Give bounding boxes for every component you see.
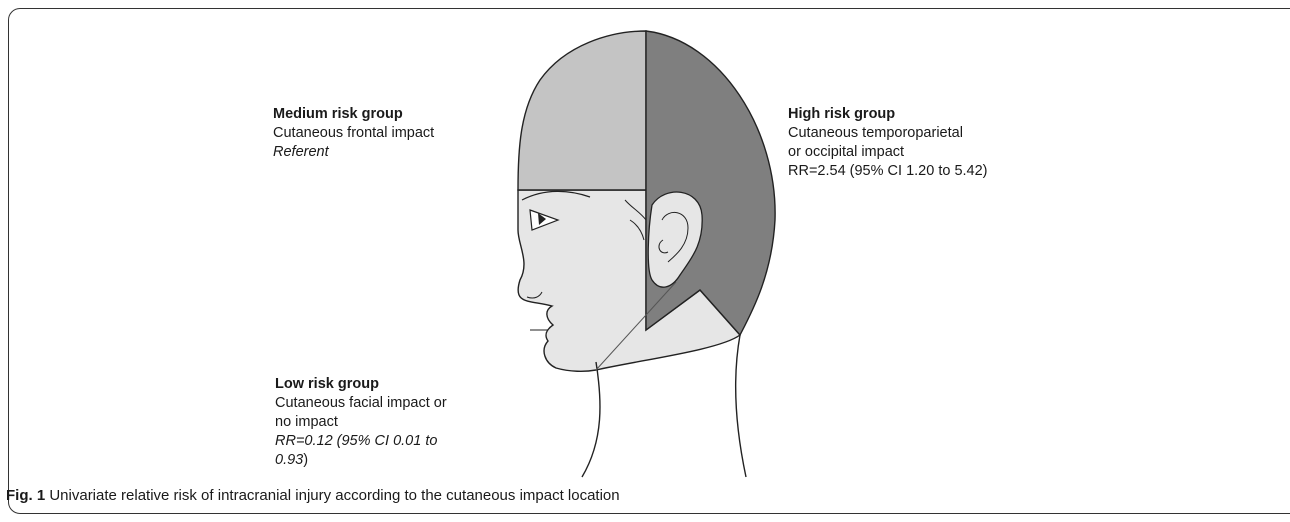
caption-label: Fig. 1	[6, 487, 45, 504]
low-risk-stat-1: RR=0.12 (95% CI 0.01 to	[275, 432, 447, 451]
caption-text: Univariate relative risk of intracranial…	[45, 487, 619, 504]
figure-caption: Fig. 1 Univariate relative risk of intra…	[6, 487, 620, 504]
low-risk-description-2: no impact	[275, 413, 447, 432]
low-risk-stat-2-italic: 0.93	[275, 452, 303, 468]
high-risk-description-1: Cutaneous temporoparietal	[788, 124, 988, 143]
high-risk-zone	[646, 31, 775, 335]
low-risk-description-1: Cutaneous facial impact or	[275, 394, 447, 413]
medium-risk-stat: Referent	[273, 143, 434, 162]
high-risk-label: High risk group Cutaneous temporoparieta…	[788, 105, 988, 181]
high-risk-description-2: or occipital impact	[788, 143, 988, 162]
low-risk-stat-2: 0.93)	[275, 451, 447, 470]
high-risk-stat: RR=2.54 (95% CI 1.20 to 5.42)	[788, 162, 988, 181]
low-risk-label: Low risk group Cutaneous facial impact o…	[275, 375, 447, 470]
medium-risk-title: Medium risk group	[273, 105, 434, 124]
high-risk-title: High risk group	[788, 105, 988, 124]
medium-risk-zone	[518, 31, 646, 190]
low-risk-stat-2-tail: )	[303, 452, 308, 468]
low-risk-title: Low risk group	[275, 375, 447, 394]
medium-risk-label: Medium risk group Cutaneous frontal impa…	[273, 105, 434, 162]
medium-risk-description: Cutaneous frontal impact	[273, 124, 434, 143]
